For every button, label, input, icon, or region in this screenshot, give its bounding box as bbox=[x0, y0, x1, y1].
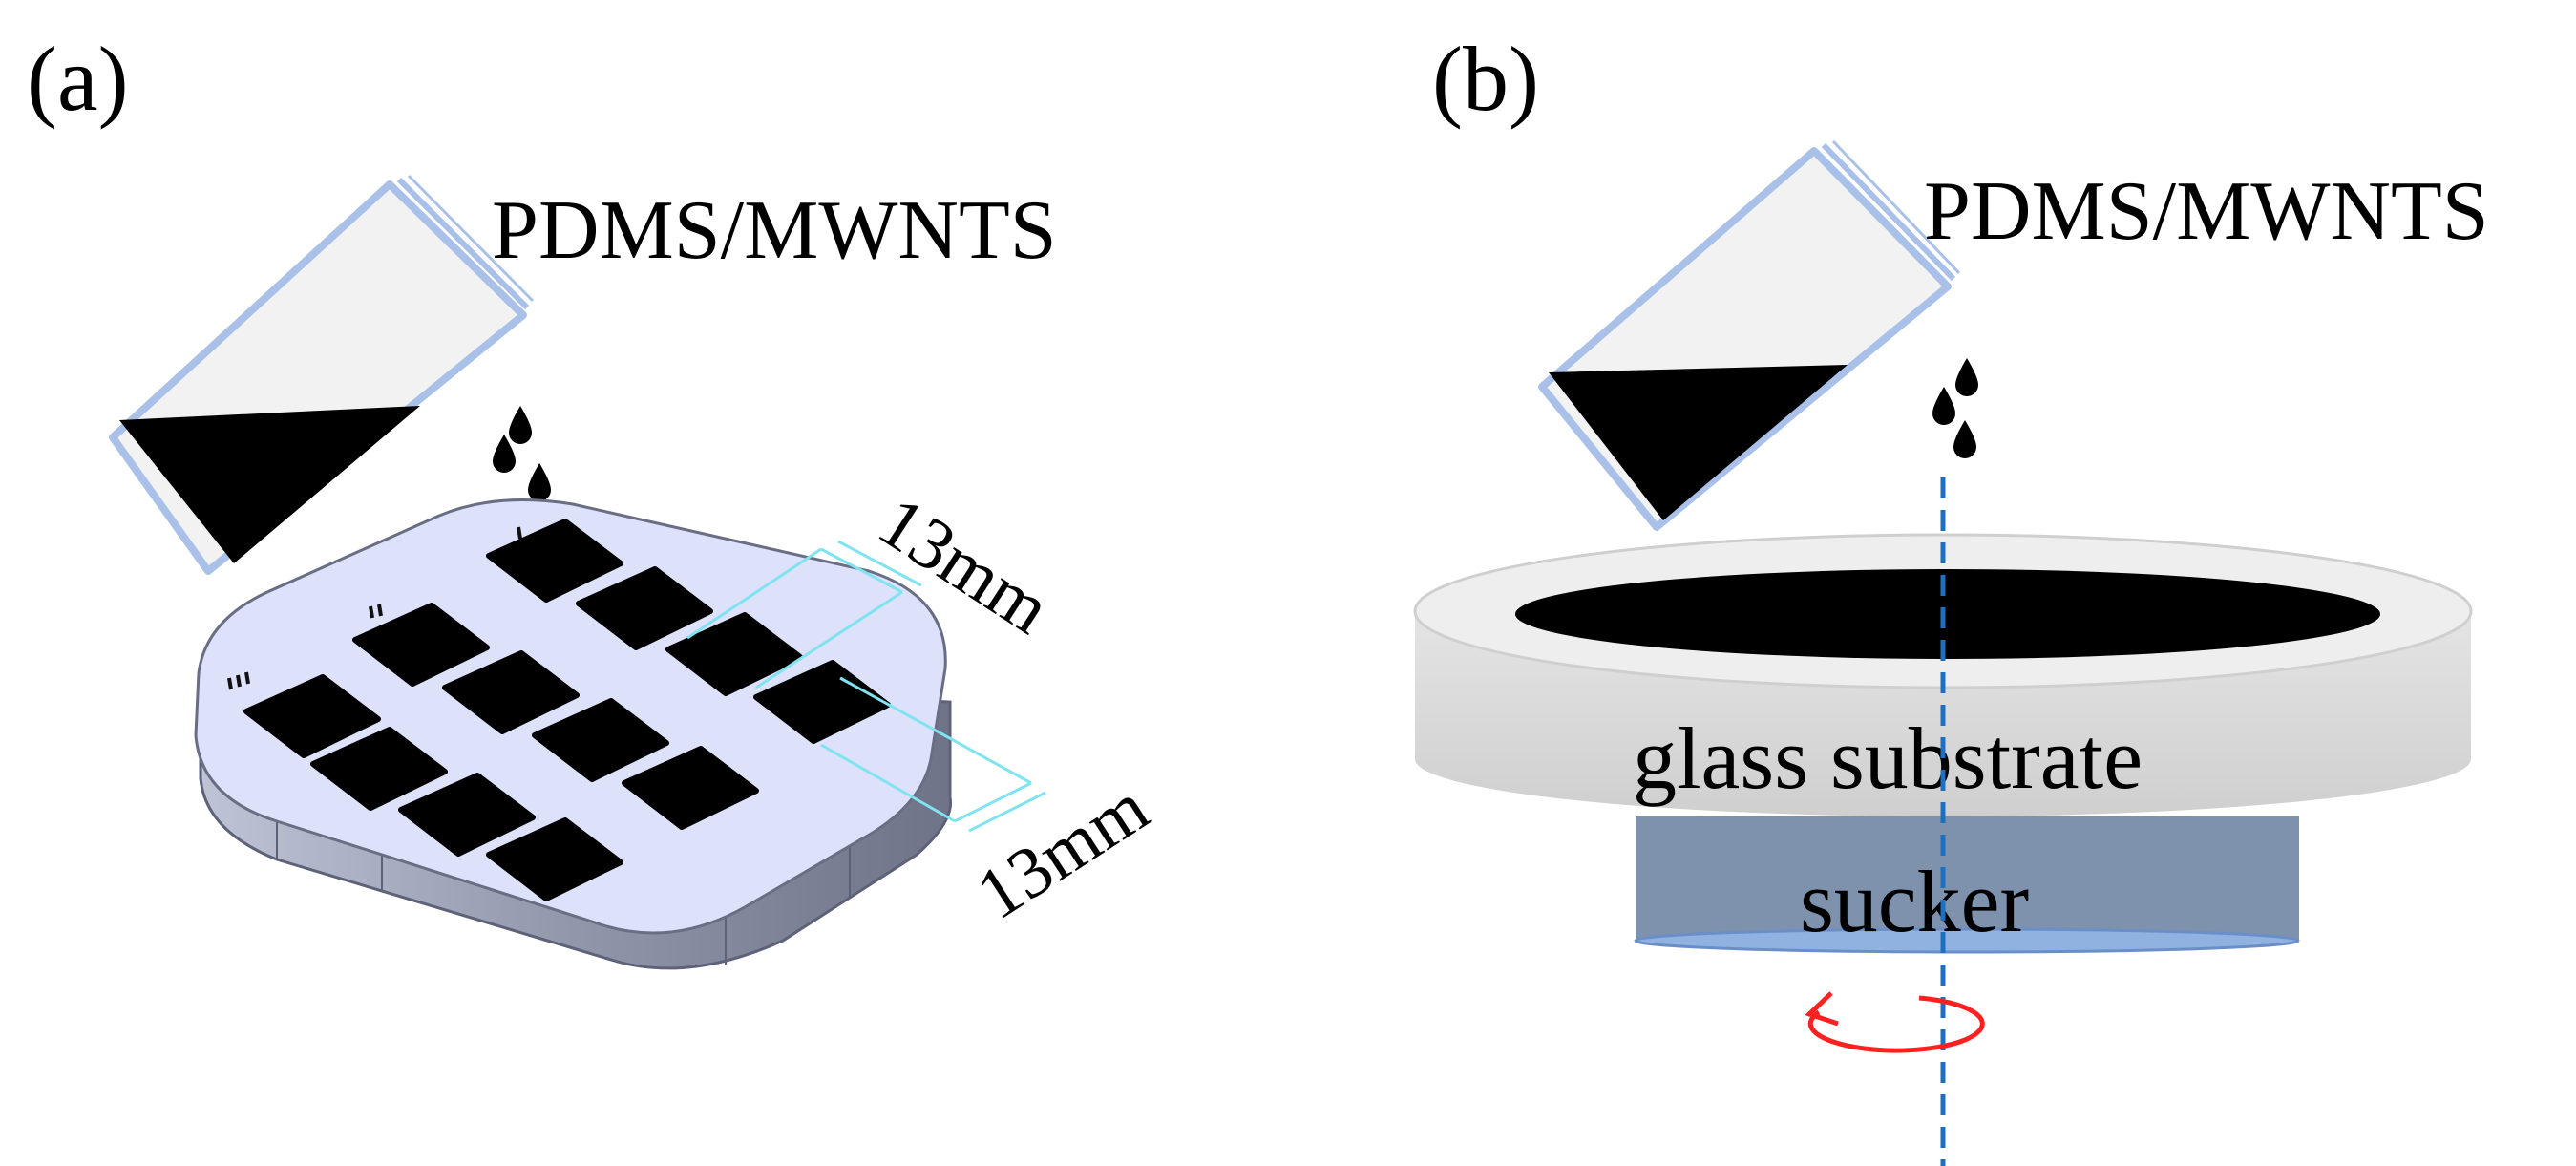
droplets-b bbox=[1932, 358, 1978, 458]
droplet-icon bbox=[493, 435, 516, 473]
sensor-pad bbox=[576, 566, 713, 650]
sucker-bottom bbox=[1634, 927, 2300, 954]
sucker: sucker bbox=[1634, 816, 2300, 954]
droplet-icon bbox=[1953, 420, 1976, 458]
sucker-body bbox=[1636, 816, 2299, 941]
sensor-pad bbox=[243, 674, 381, 758]
sensor-pad bbox=[622, 746, 759, 830]
sensor-pad bbox=[442, 650, 580, 734]
panel-a: (a) PDMS/MWNTS bbox=[27, 28, 1163, 970]
material-label-b: PDMS/MWNTS bbox=[1924, 165, 2489, 258]
row-marks bbox=[227, 526, 522, 690]
droplet-icon bbox=[1955, 358, 1978, 396]
beaker-b-liquid bbox=[1549, 365, 1848, 520]
sensor-pad bbox=[532, 698, 669, 782]
dimension-label-bottom: 13mm bbox=[963, 767, 1163, 935]
rotation-arrow-icon bbox=[1805, 991, 1985, 1053]
sensor-pad bbox=[665, 612, 803, 696]
material-label-a: PDMS/MWNTS bbox=[492, 184, 1057, 277]
panel-a-label: (a) bbox=[27, 28, 129, 130]
sensor-pad bbox=[352, 603, 490, 687]
panel-b-label: (b) bbox=[1432, 28, 1539, 130]
beaker-a-liquid bbox=[119, 406, 420, 563]
film-layer bbox=[1515, 569, 2380, 659]
sensor-pad bbox=[310, 727, 448, 811]
glass-substrate-label: glass substrate bbox=[1633, 710, 2143, 807]
droplets-a bbox=[493, 406, 551, 501]
droplet-icon bbox=[528, 463, 551, 501]
panel-b: (b) PDMS/MWNTS sucker glass substrate bbox=[1413, 28, 2489, 1166]
beaker-a bbox=[109, 174, 535, 575]
sucker-label: sucker bbox=[1800, 853, 2029, 950]
sensor-pad bbox=[486, 817, 623, 901]
sensor-pad bbox=[398, 773, 536, 857]
sensor-grid bbox=[243, 519, 891, 901]
droplet-icon bbox=[1932, 387, 1955, 425]
sensor-pad bbox=[486, 519, 623, 603]
beaker-b bbox=[1538, 139, 1961, 531]
beaker-a-rim bbox=[396, 177, 530, 310]
droplet-icon bbox=[509, 406, 532, 444]
dimension-lines bbox=[686, 540, 1046, 833]
